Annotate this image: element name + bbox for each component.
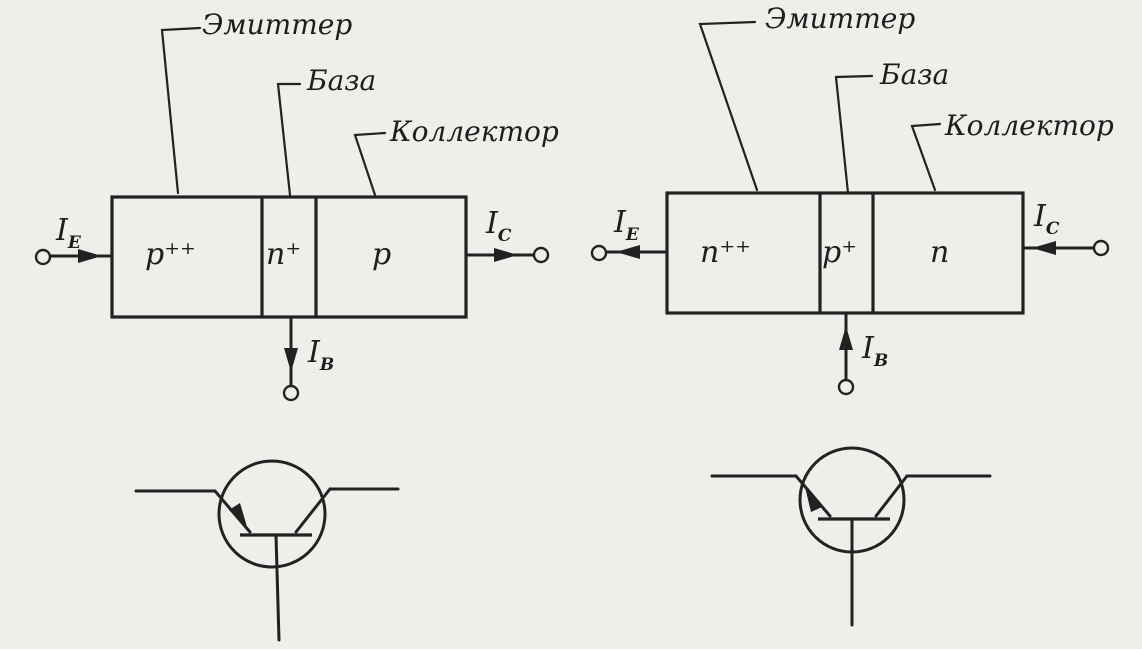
pnp-emitter-label: Эмиттер: [202, 8, 352, 41]
npn-emitter-leader: [698, 20, 759, 192]
pnp-base-region-label: n⁺: [266, 237, 301, 272]
npn-emitter-terminal: [590, 244, 608, 262]
pnp-collector-leader: [353, 131, 387, 197]
npn-collector-current: IC: [1033, 199, 1060, 239]
pnp-schematic-symbol: [134, 459, 400, 642]
npn-collector-region-label: n: [930, 235, 949, 270]
npn-collector-leader: [910, 122, 942, 192]
npn-symbol-collector-lead: [874, 474, 909, 518]
npn-collector-current-arrow: [1032, 241, 1056, 255]
npn-emitter-label: Эмиттер: [765, 2, 915, 35]
npn-base-terminal: [837, 378, 855, 396]
pnp-transistor: Эмиттер База Коллектор p⁺⁺ n⁺ p IE IC IB: [34, 8, 559, 642]
pnp-emitter-terminal: [34, 248, 52, 266]
pnp-collector-label: Коллектор: [389, 115, 559, 148]
npn-base-label: База: [879, 58, 949, 91]
npn-base-leader: [834, 74, 874, 195]
npn-base-region-label: p⁺: [822, 235, 857, 270]
npn-schematic-symbol: [710, 446, 992, 627]
pnp-collector-current: IC: [485, 206, 512, 246]
pnp-symbol-collector-lead: [294, 487, 332, 534]
pnp-symbol-base-wire: [274, 533, 281, 642]
npn-transistor: Эмиттер База Коллектор n⁺⁺ p⁺ n IE IC IB: [590, 2, 1114, 627]
npn-emitter-current: IE: [613, 205, 640, 245]
npn-emitter-region-label: n⁺⁺: [700, 235, 751, 270]
npn-collector-terminal: [1092, 239, 1110, 257]
npn-emitter-current-arrow: [616, 245, 640, 259]
pnp-symbol-emitter-arrow: [229, 503, 248, 530]
pnp-base-current-arrow: [284, 348, 298, 372]
pnp-emitter-current-arrow: [78, 249, 102, 263]
npn-symbol-emitter-arrow: [804, 483, 822, 512]
pnp-collector-current-arrow: [494, 248, 518, 262]
pnp-base-label: База: [306, 64, 376, 97]
pnp-emitter-current: IE: [55, 213, 82, 253]
pnp-emitter-leader: [160, 26, 202, 195]
pnp-base-terminal: [282, 384, 300, 402]
pnp-emitter-region-label: p⁺⁺: [145, 237, 196, 272]
npn-base-current-arrow: [839, 326, 853, 350]
npn-collector-label: Коллектор: [944, 109, 1114, 142]
npn-base-current: IB: [861, 331, 888, 371]
pnp-symbol-circle: [217, 459, 327, 569]
pnp-collector-terminal: [532, 246, 550, 264]
pnp-collector-region-label: p: [372, 237, 391, 272]
pnp-base-leader: [276, 82, 302, 197]
pnp-base-current: IB: [307, 335, 334, 375]
